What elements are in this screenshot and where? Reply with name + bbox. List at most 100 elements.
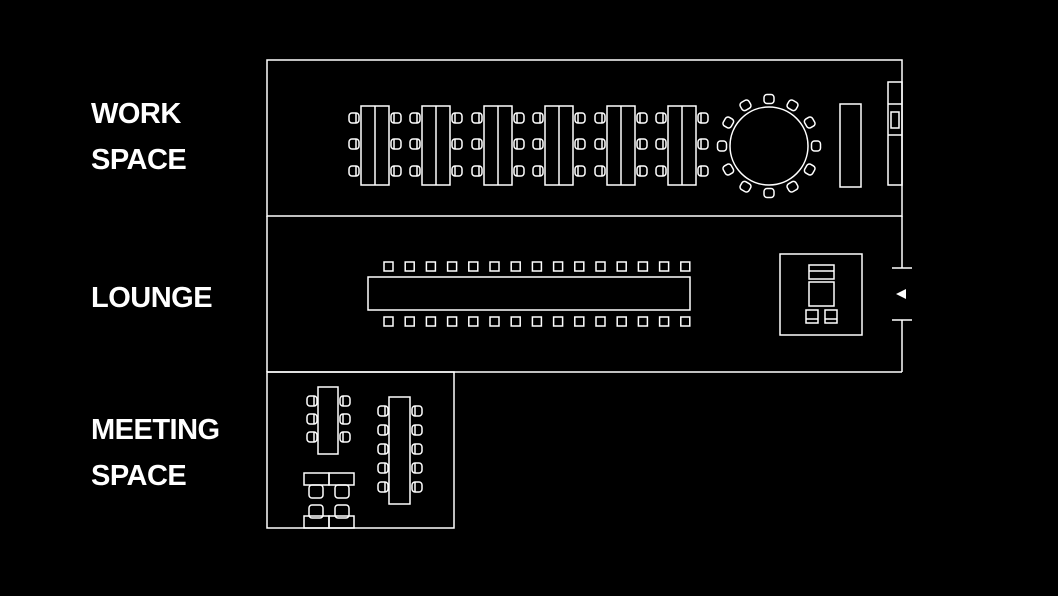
chair bbox=[513, 112, 525, 124]
chair bbox=[377, 462, 389, 474]
chair bbox=[339, 413, 351, 425]
meeting-space-room bbox=[266, 371, 455, 529]
stool bbox=[404, 261, 415, 272]
chair bbox=[636, 138, 648, 150]
chair bbox=[306, 395, 318, 407]
round-table-chairs bbox=[716, 93, 822, 199]
meeting-space-label: MEETING SPACE bbox=[91, 414, 220, 492]
stool bbox=[446, 316, 458, 327]
chair bbox=[513, 138, 525, 150]
stool bbox=[531, 261, 543, 272]
chair bbox=[306, 431, 318, 443]
chair bbox=[697, 165, 709, 177]
stool bbox=[489, 261, 500, 272]
round-chair bbox=[803, 116, 816, 129]
stool bbox=[468, 316, 479, 327]
chair bbox=[409, 112, 421, 124]
kiosk-screen bbox=[808, 264, 835, 280]
stool bbox=[680, 316, 691, 327]
round-chair bbox=[739, 99, 752, 112]
chair bbox=[377, 481, 389, 493]
chair bbox=[471, 138, 483, 150]
chair bbox=[339, 395, 351, 407]
stool bbox=[658, 261, 670, 272]
lounge-kiosk bbox=[779, 253, 863, 336]
booth-table-top-left bbox=[303, 472, 330, 486]
chair bbox=[348, 165, 360, 177]
stool bbox=[425, 316, 437, 327]
counter-desk bbox=[839, 103, 862, 188]
booth-seat-bottom-left bbox=[308, 504, 324, 519]
chair bbox=[532, 165, 544, 177]
booth-seat-top-right bbox=[334, 484, 350, 499]
chair bbox=[532, 138, 544, 150]
booth-seat-bottom-right bbox=[334, 504, 350, 519]
chair bbox=[471, 112, 483, 124]
chair bbox=[348, 138, 360, 150]
stool bbox=[404, 316, 415, 327]
chair bbox=[451, 165, 463, 177]
chair bbox=[411, 443, 423, 455]
chair bbox=[377, 443, 389, 455]
chair bbox=[451, 112, 463, 124]
stool bbox=[383, 316, 394, 327]
chair bbox=[339, 431, 351, 443]
stool bbox=[552, 261, 564, 272]
stool bbox=[552, 316, 564, 327]
chair bbox=[574, 165, 586, 177]
chair bbox=[411, 481, 423, 493]
chair bbox=[655, 112, 667, 124]
chair bbox=[655, 138, 667, 150]
stool bbox=[680, 261, 691, 272]
round-chair bbox=[803, 163, 816, 176]
chair bbox=[513, 165, 525, 177]
stool bbox=[616, 316, 627, 327]
meeting-table-small bbox=[317, 386, 339, 455]
chair bbox=[636, 165, 648, 177]
meeting-chairs bbox=[306, 395, 423, 493]
meeting-table-long bbox=[388, 396, 411, 505]
stool bbox=[383, 261, 394, 272]
chair bbox=[697, 112, 709, 124]
kiosk-panel bbox=[808, 281, 835, 307]
stool bbox=[658, 316, 670, 327]
booth-table-bottom-right bbox=[328, 515, 355, 529]
round-chair bbox=[763, 187, 775, 199]
stool bbox=[510, 261, 521, 272]
round-chair bbox=[786, 180, 799, 193]
round-chair bbox=[810, 140, 822, 152]
chair bbox=[411, 462, 423, 474]
chair bbox=[594, 112, 606, 124]
stool bbox=[489, 316, 500, 327]
stool bbox=[574, 316, 585, 327]
chair bbox=[411, 405, 423, 417]
round-chair bbox=[722, 116, 735, 129]
booth-table-top-right bbox=[328, 472, 355, 486]
stool bbox=[468, 261, 479, 272]
chair bbox=[377, 424, 389, 436]
chair bbox=[574, 138, 586, 150]
lounge-label: LOUNGE bbox=[91, 282, 213, 314]
chair bbox=[574, 112, 586, 124]
entrance-arrow-icon bbox=[896, 289, 906, 299]
chair bbox=[697, 138, 709, 150]
chair bbox=[594, 165, 606, 177]
chair bbox=[390, 138, 402, 150]
stool bbox=[595, 316, 606, 327]
lounge-stools bbox=[383, 261, 691, 327]
kiosk-seat-left bbox=[805, 309, 819, 324]
kiosk-seat-right bbox=[824, 309, 838, 324]
lounge-long-table bbox=[367, 276, 691, 311]
chair bbox=[409, 138, 421, 150]
stool bbox=[446, 261, 458, 272]
round-table bbox=[729, 106, 809, 186]
work-space-label: WORK SPACE bbox=[91, 98, 187, 176]
round-chair bbox=[763, 93, 775, 105]
stool bbox=[595, 261, 606, 272]
chair bbox=[348, 112, 360, 124]
work-bench-tables bbox=[348, 105, 709, 186]
stool bbox=[574, 261, 585, 272]
chair bbox=[409, 165, 421, 177]
stool bbox=[616, 261, 627, 272]
